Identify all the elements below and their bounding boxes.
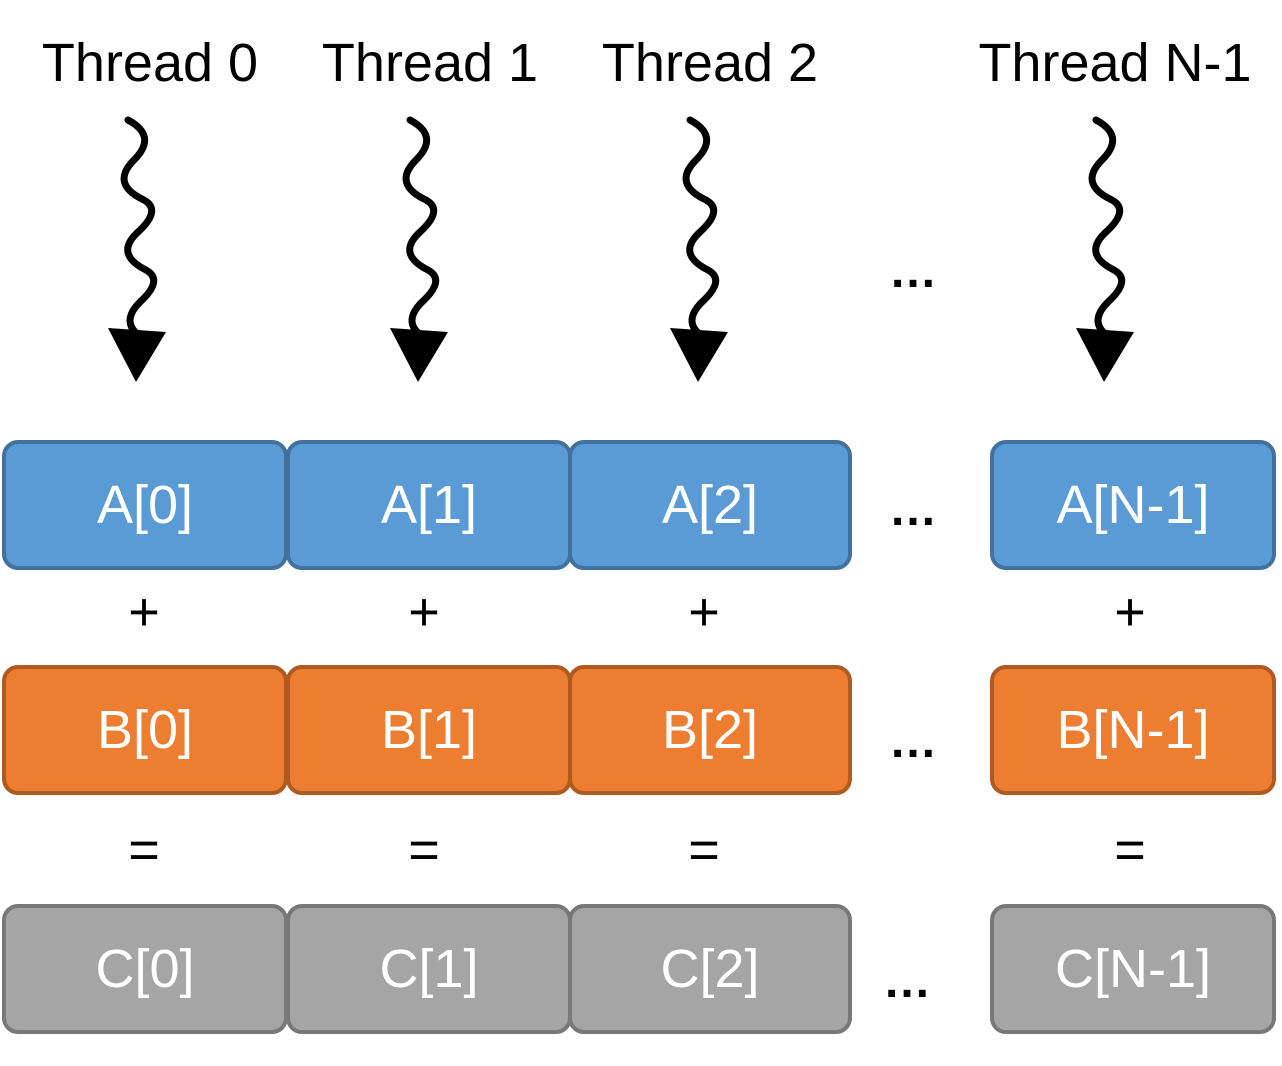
equals-operator-0: =	[128, 820, 160, 880]
thread-n-minus-1-arrowhead	[1076, 328, 1134, 382]
equals-operator-n-minus-1: =	[1114, 820, 1146, 880]
array-b-cell-n-minus-1: B[N-1]	[990, 665, 1276, 795]
array-c-cell-1: C[1]	[286, 904, 572, 1034]
thread-label-1: Thread 1	[321, 33, 539, 93]
array-b-cell-1: B[1]	[286, 665, 572, 795]
thread-1-arrow-icon	[390, 116, 448, 382]
thread-n-minus-1-arrow-icon	[1076, 116, 1134, 382]
thread-2-arrowhead	[670, 328, 728, 382]
plus-operator-2: +	[688, 582, 720, 642]
thread-0-wave	[120, 116, 158, 340]
thread-ellipsis: ...	[890, 245, 937, 298]
thread-label-2: Thread 2	[601, 33, 819, 93]
array-a-cell-2: A[2]	[568, 440, 852, 570]
array-a-cell-0: A[0]	[2, 440, 288, 570]
equals-operator-2: =	[688, 820, 720, 880]
thread-1-arrowhead	[390, 328, 448, 382]
thread-1-wave	[402, 116, 440, 340]
thread-2-arrow-icon	[670, 116, 728, 382]
thread-label-n-minus-1: Thread N-1	[978, 33, 1252, 93]
equals-operator-1: =	[408, 820, 440, 880]
row-a-ellipsis: ...	[890, 483, 937, 536]
array-b-cell-2: B[2]	[568, 665, 852, 795]
plus-operator-0: +	[128, 582, 160, 642]
array-a-cell-1: A[1]	[286, 440, 572, 570]
array-c-cell-0: C[0]	[2, 904, 288, 1034]
array-c-cell-n-minus-1: C[N-1]	[990, 904, 1276, 1034]
thread-0-arrow-icon	[108, 116, 166, 382]
plus-operator-1: +	[408, 582, 440, 642]
array-b-cell-0: B[0]	[2, 665, 288, 795]
thread-n-minus-1-wave	[1088, 116, 1126, 340]
array-c-cell-2: C[2]	[568, 904, 852, 1034]
thread-0-arrowhead	[108, 328, 166, 382]
plus-operator-n-minus-1: +	[1114, 582, 1146, 642]
row-c-ellipsis: ...	[884, 955, 931, 1008]
array-a-cell-n-minus-1: A[N-1]	[990, 440, 1276, 570]
row-b-ellipsis: ...	[890, 715, 937, 768]
thread-2-wave	[682, 116, 720, 340]
thread-label-0: Thread 0	[41, 33, 259, 93]
